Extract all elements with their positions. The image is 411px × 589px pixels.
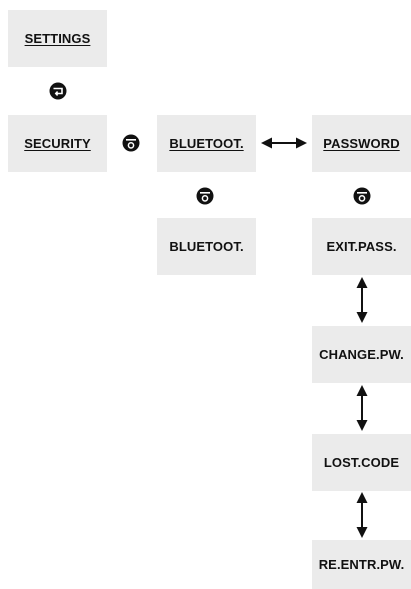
double-arrow-vertical-icon: [356, 492, 368, 538]
value-bluetooth[interactable]: BLUETOOT.: [157, 218, 256, 275]
menu-item-bluetooth[interactable]: BLUETOOT.: [157, 115, 256, 172]
back-arrow-icon: [49, 82, 67, 100]
enter-icon: [122, 134, 140, 152]
value-bluetooth-label: BLUETOOT.: [169, 239, 244, 254]
menu-item-password-label: PASSWORD: [323, 136, 400, 151]
option-change-pw[interactable]: CHANGE.PW.: [312, 326, 411, 383]
option-exit-pass[interactable]: EXIT.PASS.: [312, 218, 411, 275]
double-arrow-vertical-icon: [356, 385, 368, 431]
option-lost-code[interactable]: LOST.CODE: [312, 434, 411, 491]
double-arrow-vertical-icon: [356, 277, 368, 323]
menu-item-bluetooth-label: BLUETOOT.: [169, 136, 244, 151]
menu-item-settings[interactable]: SETTINGS: [8, 10, 107, 67]
option-exit-pass-label: EXIT.PASS.: [326, 239, 397, 254]
menu-item-security-label: SECURITY: [24, 136, 91, 151]
menu-item-password[interactable]: PASSWORD: [312, 115, 411, 172]
menu-item-settings-label: SETTINGS: [24, 31, 91, 46]
option-re-entr-pw[interactable]: RE.ENTR.PW.: [312, 540, 411, 589]
option-change-pw-label: CHANGE.PW.: [319, 347, 404, 362]
option-lost-code-label: LOST.CODE: [323, 455, 400, 470]
enter-icon: [353, 187, 371, 205]
enter-icon: [196, 187, 214, 205]
menu-item-security[interactable]: SECURITY: [8, 115, 107, 172]
double-arrow-horizontal-icon: [261, 137, 307, 149]
option-re-entr-pw-label: RE.ENTR.PW.: [318, 557, 405, 572]
